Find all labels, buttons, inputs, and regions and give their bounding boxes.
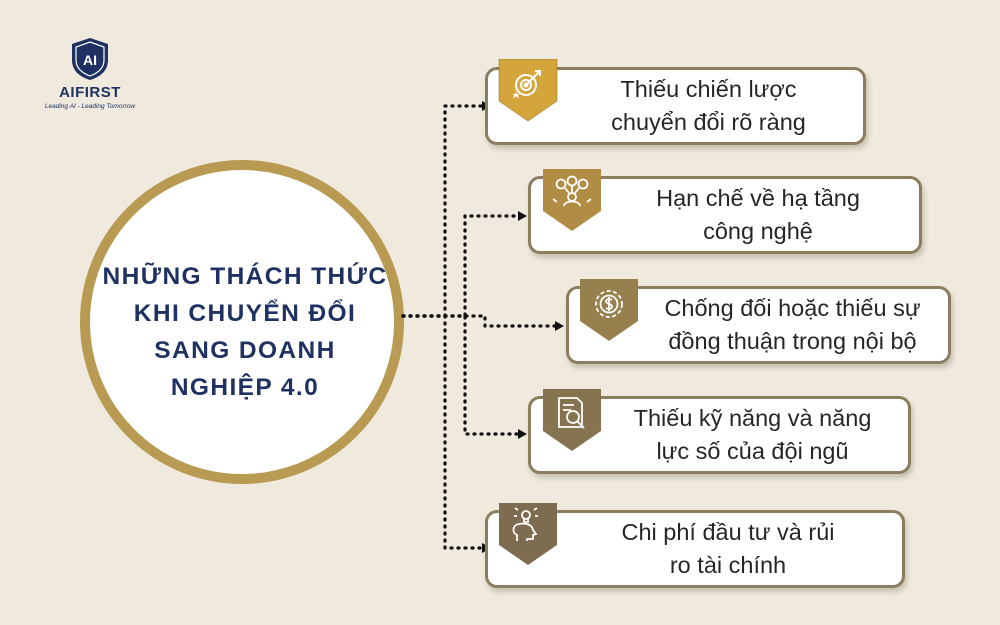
challenge-1-line1: Thiếu chiến lược [620, 76, 797, 102]
challenge-3-line2: đồng thuận trong nội bộ [668, 328, 917, 354]
center-title: NHỮNG THÁCH THỨC KHI CHUYỂN ĐỔI SANG DOA… [102, 263, 388, 401]
target-icon [512, 70, 541, 99]
brand-tagline: Leading AI - Leading Tomorrow [44, 103, 136, 110]
challenge-box-3: Chống đối hoặc thiếu sự đồng thuận trong… [566, 286, 951, 364]
money-gear-icon [595, 290, 623, 318]
challenge-1-line2: chuyển đổi rõ ràng [611, 109, 806, 135]
network-people-icon [552, 175, 592, 207]
arrowhead-3 [555, 321, 564, 331]
badge-4 [541, 389, 603, 453]
badge-1 [497, 59, 559, 123]
challenge-4-line1: Thiếu kỹ năng và năng [633, 405, 872, 431]
challenge-5-line1: Chi phí đầu tư và rủi [621, 519, 835, 545]
arrowhead-4 [518, 429, 527, 439]
document-search-icon [558, 397, 585, 429]
badge-5 [497, 503, 559, 567]
badge-3 [578, 279, 640, 343]
idea-head-icon [512, 507, 538, 541]
center-circle [80, 160, 404, 484]
dotted-connectors [401, 104, 557, 550]
shield-logo-icon: AI [72, 38, 108, 80]
challenge-4-line2: lực số của đội ngũ [656, 438, 849, 464]
challenge-5-line2: ro tài chính [669, 552, 787, 578]
challenge-3-line1: Chống đối hoặc thiếu sự [664, 295, 921, 321]
brand-name: AIFIRST [59, 84, 121, 101]
badge-2 [541, 169, 603, 233]
challenge-2-line1: Hạn chế về hạ tầng [656, 185, 860, 211]
brand-logo: AI AIFIRST Leading AI - Leading Tomorrow [20, 36, 160, 110]
arrowhead-2 [518, 211, 527, 221]
logo-initials: AI [83, 52, 97, 68]
challenge-2-line2: công nghệ [703, 218, 813, 244]
